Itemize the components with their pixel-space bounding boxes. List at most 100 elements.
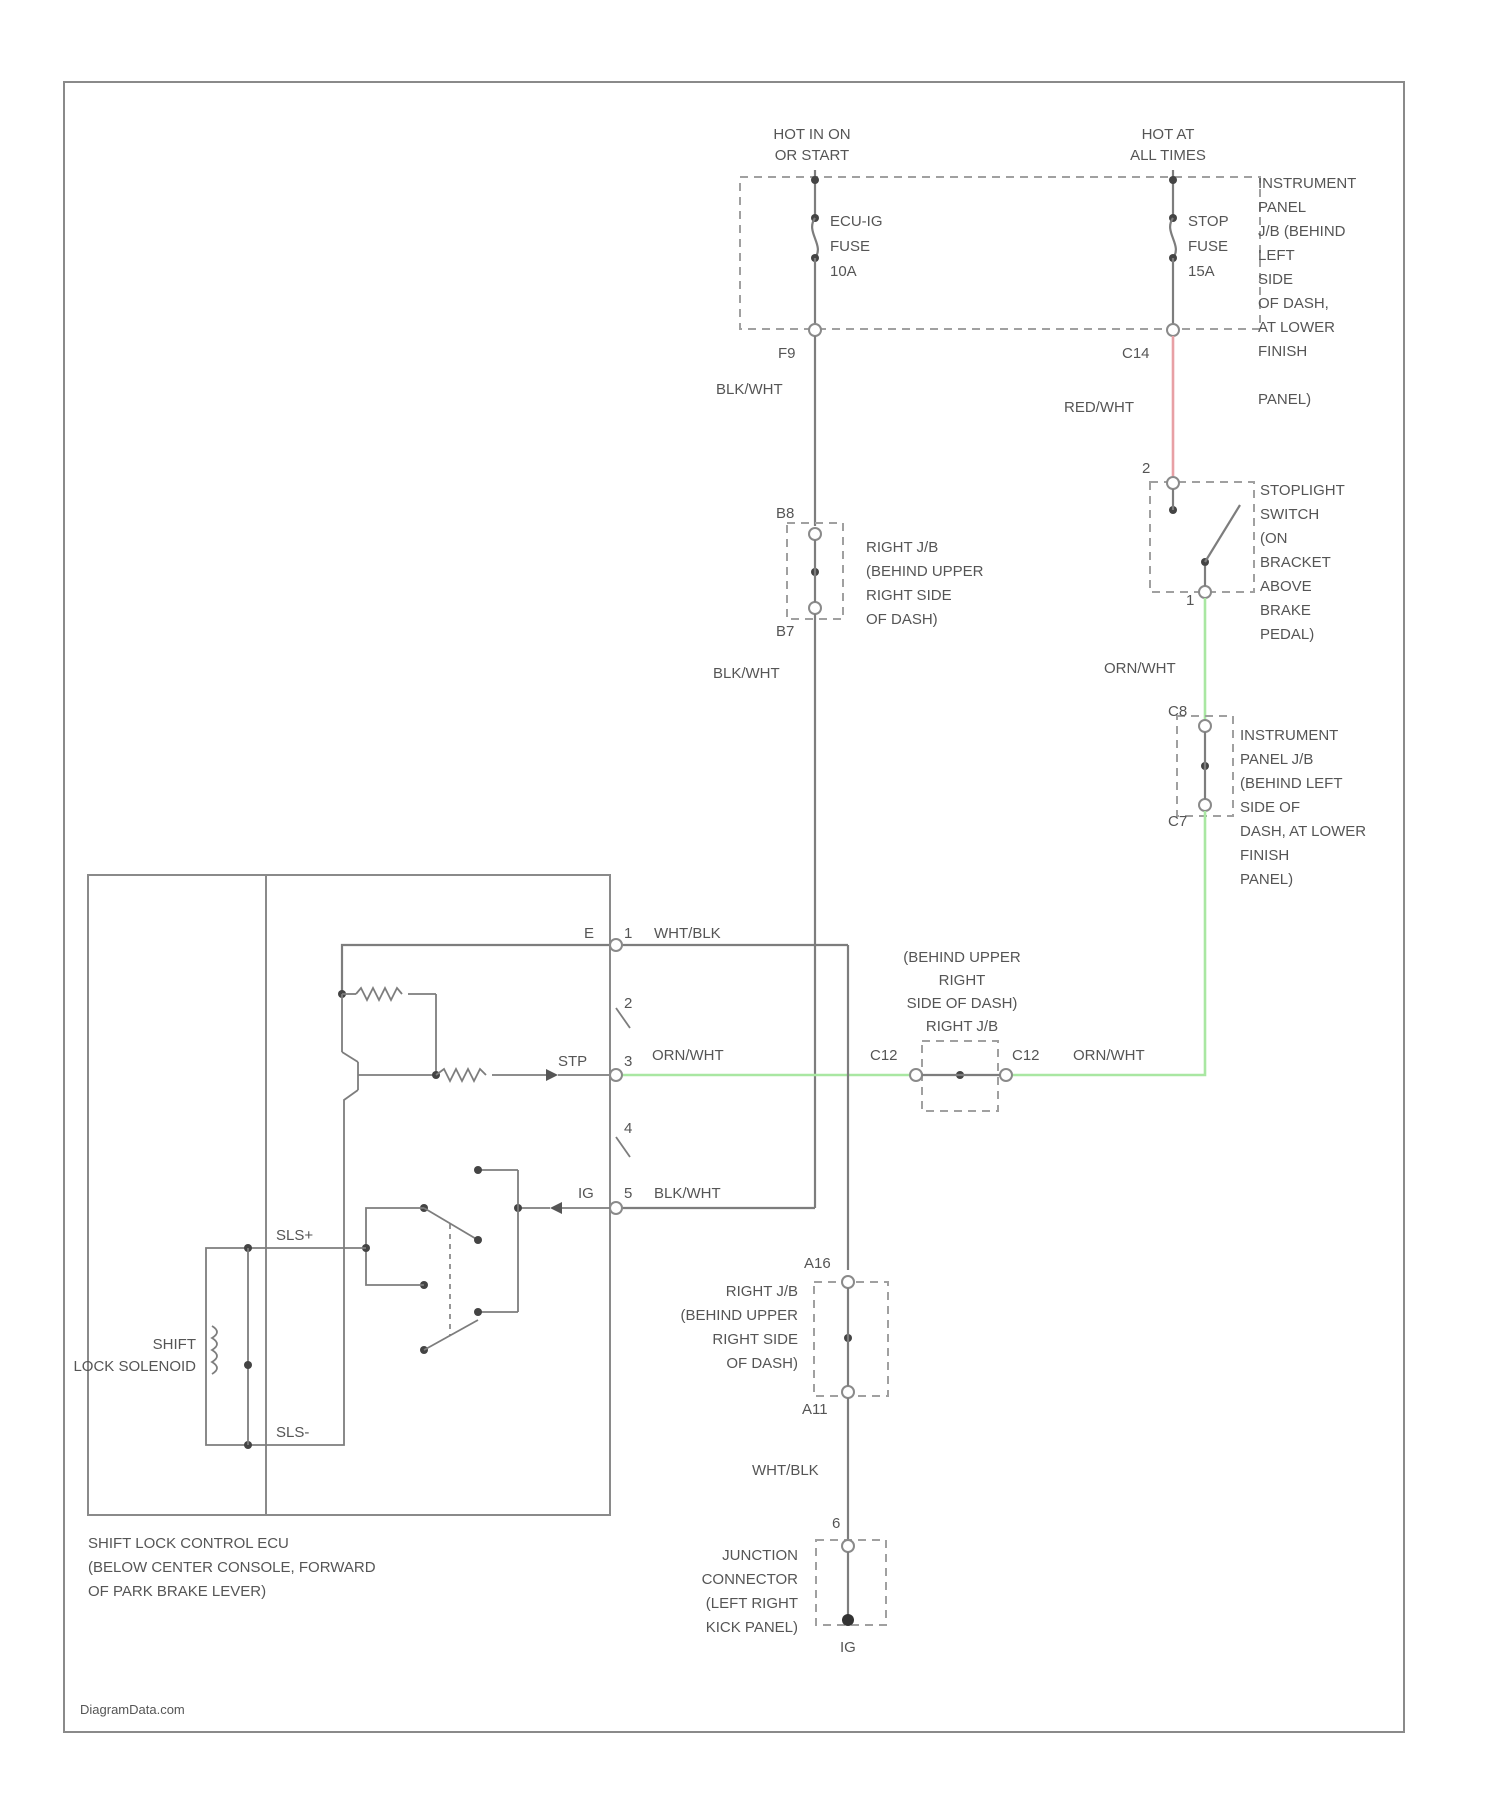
wire-label-orn-wht-1: ORN/WHT: [1104, 660, 1176, 677]
ip-jb-top-line-2: PANEL: [1258, 199, 1306, 216]
right-jb-mid-line-2: RIGHT: [939, 972, 986, 989]
right-jb-lower-line-2: (BEHIND UPPER: [680, 1307, 798, 1324]
connector-c7: C7: [1168, 813, 1187, 830]
ip-jb-top-line-8: FINISH: [1258, 343, 1307, 360]
right-jb-lower-line-3: RIGHT SIDE: [712, 1331, 798, 1348]
wire-label-blk-wht-1: BLK/WHT: [716, 381, 783, 398]
wire-label-wht-blk-1: WHT/BLK: [654, 925, 721, 942]
right-jb-lower-line-1: RIGHT J/B: [726, 1283, 798, 1300]
ecu-pin-stp: STP: [558, 1053, 587, 1070]
connector-c12-left: C12: [870, 1047, 898, 1064]
connector-pin-6: 6: [832, 1515, 840, 1532]
ecu-pin-4: 4: [624, 1120, 632, 1137]
wire-label-blk-wht-2: BLK/WHT: [713, 665, 780, 682]
ecu-pin-5: 5: [624, 1185, 632, 1202]
right-jb-upper-line-2: (BEHIND UPPER: [866, 563, 984, 580]
ecu-ig-fuse: [809, 170, 821, 336]
ecu-pin-3: 3: [624, 1053, 632, 1070]
source-hot-run-start-line1: HOT IN ON: [773, 126, 850, 143]
ip-jb-top-line-3: J/B (BEHIND: [1258, 223, 1346, 240]
solenoid-coil: [212, 1326, 217, 1374]
connector-a11: A11: [802, 1401, 828, 1418]
ecu-pin-e: E: [584, 925, 594, 942]
stop-fuse-label-3: 15A: [1188, 263, 1215, 280]
right-jb-mid-line-4: RIGHT J/B: [926, 1018, 998, 1035]
ecu-caption-line-1: SHIFT LOCK CONTROL ECU: [88, 1535, 289, 1552]
wht-blk-wire-ecu: [342, 945, 614, 992]
right-jb-mid-line-1: (BEHIND UPPER: [903, 949, 1021, 966]
solenoid-pin-sls-minus: SLS-: [276, 1424, 309, 1441]
ip-jb-mid-line-1: INSTRUMENT: [1240, 727, 1338, 744]
ip-jb-mid-line-7: PANEL): [1240, 871, 1293, 888]
ip-jb-top-line-5: SIDE: [1258, 271, 1293, 288]
junction-connector-line-4: KICK PANEL): [706, 1619, 798, 1636]
orn-wht-wire-lower: [1006, 811, 1205, 1075]
right-jb-lower-line-4: OF DASH): [726, 1355, 798, 1372]
source-hot-all-times-line2: ALL TIMES: [1130, 147, 1206, 164]
ecu-caption-line-2: (BELOW CENTER CONSOLE, FORWARD: [88, 1559, 376, 1576]
stoplight-switch-line-1: STOPLIGHT: [1260, 482, 1345, 499]
connector-a16: A16: [804, 1255, 831, 1272]
solenoid-frame: [206, 1248, 248, 1445]
source-hot-all-times-line1: HOT AT: [1142, 126, 1195, 143]
stoplight-switch-box: [1150, 482, 1254, 592]
ip-jb-top-line-7: AT LOWER: [1258, 319, 1335, 336]
ip-jb-top-line-6: OF DASH,: [1258, 295, 1329, 312]
shift-lock-solenoid-line-2: LOCK SOLENOID: [73, 1358, 196, 1375]
ground-point: [842, 1614, 854, 1626]
shift-lock-ecu-box: [88, 875, 610, 1515]
right-jb-upper-line-4: OF DASH): [866, 611, 938, 628]
stop-fuse-label-2: FUSE: [1188, 238, 1228, 255]
junction-connector-line-3: (LEFT RIGHT: [706, 1595, 798, 1612]
ecu-ig-fuse-label-1: ECU-IG: [830, 213, 883, 230]
ip-jb-mid-line-2: PANEL J/B: [1240, 751, 1313, 768]
junction-connector-box: [816, 1540, 886, 1625]
instrument-panel-jb-top-label: INSTRUMENT PANEL J/B (BEHIND LEFT SIDE O…: [1258, 175, 1356, 408]
right-jb-upper-line-3: RIGHT SIDE: [866, 587, 952, 604]
ip-jb-mid-line-6: FINISH: [1240, 847, 1289, 864]
wire-label-wht-blk-2: WHT/BLK: [752, 1462, 819, 1479]
right-jb-mid-line-3: SIDE OF DASH): [907, 995, 1018, 1012]
ip-jb-top-line-4: LEFT: [1258, 247, 1295, 264]
stoplight-switch-line-4: BRACKET: [1260, 554, 1331, 571]
ecu-ig-fuse-label-3: 10A: [830, 263, 857, 280]
junction-connector-line-2: CONNECTOR: [702, 1571, 799, 1588]
source-hot-run-start-line2: OR START: [775, 147, 849, 164]
connector-b7: B7: [776, 623, 794, 640]
connector-pin-2: 2: [1142, 460, 1150, 477]
solenoid-pin-sls-plus: SLS+: [276, 1227, 313, 1244]
ground-id: IG: [840, 1639, 856, 1656]
connector-f9: F9: [778, 345, 796, 362]
wire-label-red-wht: RED/WHT: [1064, 399, 1134, 416]
ip-jb-mid-line-3: (BEHIND LEFT: [1240, 775, 1343, 792]
ecu-pin-ig: IG: [578, 1185, 594, 1202]
stoplight-switch-line-2: SWITCH: [1260, 506, 1319, 523]
watermark: DiagramData.com: [80, 1702, 185, 1717]
stop-fuse-label-1: STOP: [1188, 213, 1229, 230]
ecu-pin-1: 1: [624, 925, 632, 942]
wire-label-orn-wht-2: ORN/WHT: [652, 1047, 724, 1064]
stoplight-switch-line-7: PEDAL): [1260, 626, 1314, 643]
stoplight-switch-line-6: BRAKE: [1260, 602, 1311, 619]
connector-c8: C8: [1168, 703, 1187, 720]
connector-c14: C14: [1122, 345, 1150, 362]
stop-fuse: [1167, 170, 1179, 336]
shift-lock-solenoid-line-1: SHIFT: [153, 1336, 196, 1353]
wire-label-orn-wht-3: ORN/WHT: [1073, 1047, 1145, 1064]
ecu-ig-fuse-label-2: FUSE: [830, 238, 870, 255]
ip-jb-top-line-10: PANEL): [1258, 391, 1311, 408]
ip-jb-mid-line-4: SIDE OF: [1240, 799, 1300, 816]
ecu-pin-2: 2: [624, 995, 632, 1012]
ip-jb-top-line-1: INSTRUMENT: [1258, 175, 1356, 192]
ecu-caption-line-3: OF PARK BRAKE LEVER): [88, 1583, 266, 1600]
wire-label-blk-wht-3: BLK/WHT: [654, 1185, 721, 1202]
right-jb-upper-line-1: RIGHT J/B: [866, 539, 938, 556]
junction-connector-line-1: JUNCTION: [722, 1547, 798, 1564]
connector-c12-right: C12: [1012, 1047, 1040, 1064]
connector-pin-1-stop: 1: [1186, 592, 1194, 609]
ip-jb-mid-line-5: DASH, AT LOWER: [1240, 823, 1366, 840]
stoplight-switch-line-5: ABOVE: [1260, 578, 1312, 595]
connector-b8: B8: [776, 505, 794, 522]
stoplight-switch-line-3: (ON: [1260, 530, 1288, 547]
